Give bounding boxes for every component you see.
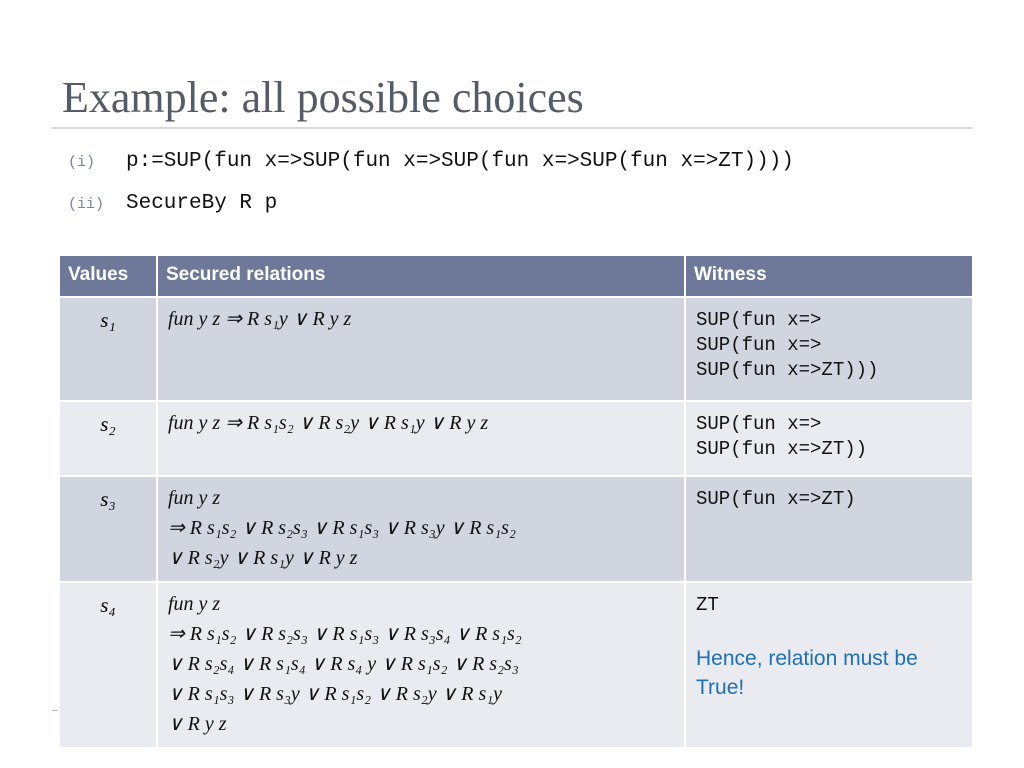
value-cell: s₃ [58,475,158,583]
relation-cell: fun y z ⇒ R s₁y ∨ R y z [156,296,686,402]
relation-line: ⇒ R s₁s₂ ∨ R s₂s₃ ∨ R s₁s₃ ∨ R s₃y ∨ R s… [168,517,516,539]
witness-line: SUP(fun x=> [696,413,822,435]
table-row: s₁ fun y z ⇒ R s₁y ∨ R y z SUP(fun x=> S… [58,296,974,402]
relation-line: ∨ R s₂s₄ ∨ R s₁s₄ ∨ R s₄ y ∨ R s₁s₂ ∨ R … [168,653,519,675]
witness-line: SUP(fun x=> [696,309,822,331]
table-header-row: Values Secured relations Witness [58,254,974,298]
witness-line: SUP(fun x=>ZT))) [696,359,879,381]
value-cell: s₂ [58,400,158,477]
witness-cell: SUP(fun x=> SUP(fun x=> SUP(fun x=>ZT))) [684,296,974,402]
witness-line: SUP(fun x=> [696,334,822,356]
relation-line: ∨ R y z [168,713,227,735]
code-line-1: (i) p:=SUP(fun x=>SUP(fun x=>SUP(fun x=>… [68,150,794,173]
header-witness: Witness [684,254,974,298]
relation-line: fun y z ⇒ R s₁y ∨ R y z [168,308,352,330]
relation-line: ∨ R s₂y ∨ R s₁y ∨ R y z [168,547,358,569]
value-cell: s₁ [58,296,158,402]
value-cell: s₄ [58,581,158,749]
header-secured-relations: Secured relations [156,254,686,298]
relation-line: fun y z ⇒ R s₁s₂ ∨ R s₂y ∨ R s₁y ∨ R y z [168,412,489,434]
witness-line: SUP(fun x=>ZT)) [696,438,868,460]
code-line-2: (ii) SecureBy R p [68,192,277,215]
title-divider [52,127,972,129]
code-text: p:=SUP(fun x=>SUP(fun x=>SUP(fun x=>SUP(… [126,150,794,173]
witness-cell: ZT Hence, relation must be True! [684,581,974,749]
line-number: (i) [68,154,96,171]
table-row: s₄ fun y z ⇒ R s₁s₂ ∨ R s₂s₃ ∨ R s₁s₃ ∨ … [58,581,974,749]
relation-cell: fun y z ⇒ R s₁s₂ ∨ R s₂s₃ ∨ R s₁s₃ ∨ R s… [156,581,686,749]
relation-line: ⇒ R s₁s₂ ∨ R s₂s₃ ∨ R s₁s₃ ∨ R s₃s₄ ∨ R … [168,623,522,645]
relation-line: fun y z [168,593,221,615]
relation-cell: fun y z ⇒ R s₁s₂ ∨ R s₂s₃ ∨ R s₁s₃ ∨ R s… [156,475,686,583]
table-row: s₂ fun y z ⇒ R s₁s₂ ∨ R s₂y ∨ R s₁y ∨ R … [58,400,974,477]
footer-divider [52,710,58,711]
witness-line: ZT [696,594,719,616]
code-text: SecureBy R p [126,192,278,215]
line-number: (ii) [68,196,105,213]
witness-cell: SUP(fun x=> SUP(fun x=>ZT)) [684,400,974,477]
witness-line: SUP(fun x=>ZT) [696,488,856,510]
relation-cell: fun y z ⇒ R s₁s₂ ∨ R s₂y ∨ R s₁y ∨ R y z [156,400,686,477]
relation-line: ∨ R s₁s₃ ∨ R s₃y ∨ R s₁s₂ ∨ R s₂y ∨ R s₁… [168,683,503,705]
table-row: s₃ fun y z ⇒ R s₁s₂ ∨ R s₂s₃ ∨ R s₁s₃ ∨ … [58,475,974,583]
header-values: Values [58,254,158,298]
relations-table: Values Secured relations Witness s₁ fun … [58,254,974,749]
relation-line: fun y z [168,487,221,509]
conclusion-note: Hence, relation must be True! [696,647,918,699]
witness-cell: SUP(fun x=>ZT) [684,475,974,583]
slide-title: Example: all possible choices [62,73,584,122]
